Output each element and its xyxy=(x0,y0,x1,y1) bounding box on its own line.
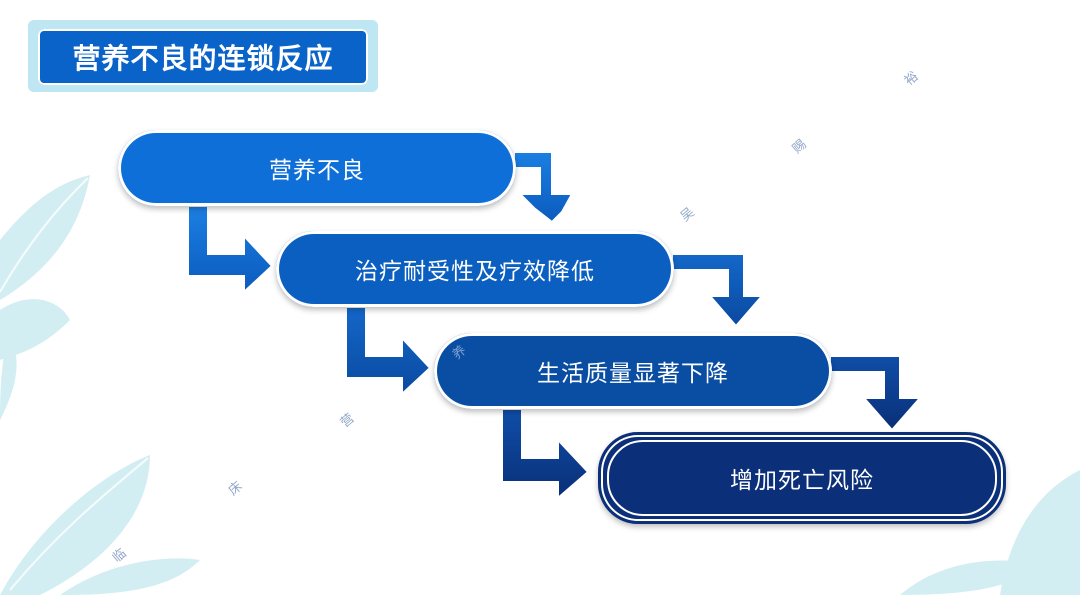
step-increased-mortality: 增加死亡风险 xyxy=(598,432,1006,524)
down-arrow-2 xyxy=(672,254,762,326)
step-label: 生活质量显著下降 xyxy=(537,354,729,388)
step-label: 治疗耐受性及疗效降低 xyxy=(355,252,595,286)
step-malnutrition: 营养不良 xyxy=(118,130,516,206)
down-arrow-3 xyxy=(830,356,920,430)
step-label: 增加死亡风险 xyxy=(730,461,874,495)
down-arrow-1 xyxy=(514,152,572,222)
right-arrow-3 xyxy=(502,409,588,498)
step-label: 营养不良 xyxy=(269,151,365,185)
right-arrow-1 xyxy=(188,206,272,292)
step-quality-of-life-decline: 生活质量显著下降 xyxy=(434,333,832,409)
step-reduced-tolerance-efficacy: 治疗耐受性及疗效降低 xyxy=(276,231,674,307)
right-arrow-2 xyxy=(346,307,430,394)
